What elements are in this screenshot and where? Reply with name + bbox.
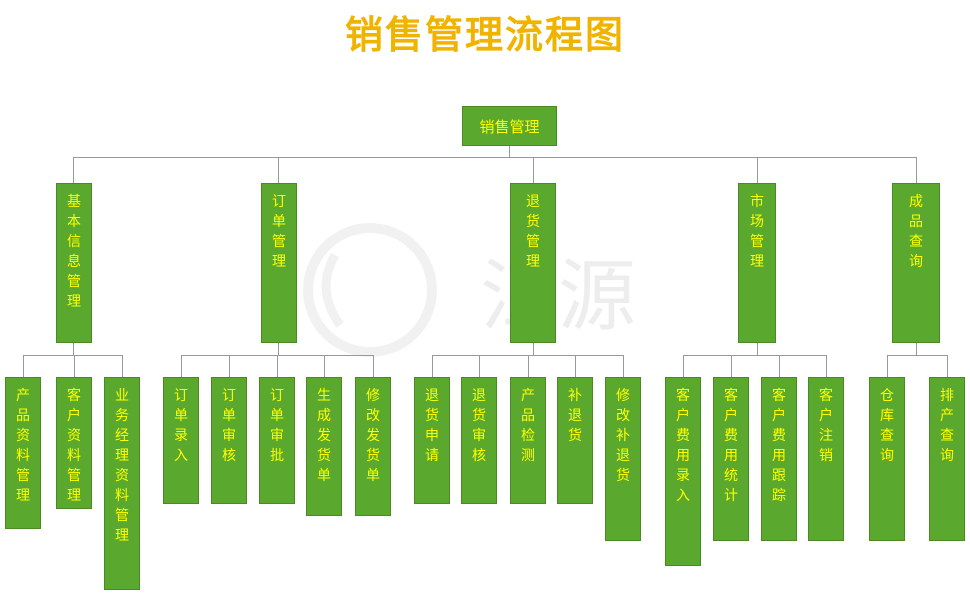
connector-line [916,343,917,355]
connector-line [74,355,75,377]
leaf-node[interactable]: 仓库查询 [869,377,905,541]
leaf-node[interactable]: 客户费用录入 [665,377,701,566]
category-node[interactable]: 退货管理 [510,183,556,343]
leaf-node[interactable]: 补退货 [557,377,593,504]
category-node[interactable]: 成品查询 [892,183,940,343]
leaf-node[interactable]: 客户资料管理 [56,377,92,509]
connector-line [887,355,888,377]
leaf-node[interactable]: 订单审核 [211,377,247,504]
connector-line [826,355,827,377]
connector-line [623,355,624,377]
connector-line [916,157,917,183]
connector-line [683,355,684,377]
category-node[interactable]: 市场管理 [738,183,776,343]
connector-line [509,146,510,157]
watermark-text: 江源 [480,252,636,342]
leaf-node[interactable]: 退货申请 [414,377,450,504]
connector-line [683,355,827,356]
category-node[interactable]: 订单管理 [261,183,297,343]
connector-line [278,343,279,355]
connector-line [122,355,123,377]
connector-line [757,157,758,183]
connector-line [575,355,576,377]
leaf-node[interactable]: 客户费用统计 [713,377,749,541]
leaf-node[interactable]: 客户费用跟踪 [761,377,797,541]
category-node[interactable]: 基本信息管理 [56,183,92,343]
connector-line [779,355,780,377]
connector-line [278,157,279,183]
leaf-node[interactable]: 排产查询 [929,377,965,541]
root-node[interactable]: 销售管理 [462,106,557,146]
connector-line [887,355,948,356]
connector-line [23,355,123,356]
connector-line [73,157,917,158]
connector-line [229,355,230,377]
connector-line [528,355,529,377]
connector-line [73,157,74,183]
connector-line [73,343,74,355]
connector-line [533,157,534,183]
connector-line [731,355,732,377]
connector-line [277,355,278,377]
leaf-node[interactable]: 退货审核 [461,377,497,504]
connector-line [757,343,758,355]
leaf-node[interactable]: 订单审批 [259,377,295,504]
leaf-node[interactable]: 修改补退货 [605,377,641,541]
leaf-node[interactable]: 客户注销 [808,377,844,541]
connector-line [324,355,325,377]
leaf-node[interactable]: 产品资料管理 [5,377,41,529]
connector-line [181,355,182,377]
leaf-node[interactable]: 修改发货单 [355,377,391,516]
watermark-logo: 江源 [303,223,636,357]
connector-line [947,355,948,377]
connector-line [23,355,24,377]
leaf-node[interactable]: 业务经理资料管理 [104,377,140,590]
connector-line [479,355,480,377]
leaf-node[interactable]: 产品检测 [510,377,546,504]
leaf-node[interactable]: 生成发货单 [306,377,342,516]
leaf-node[interactable]: 订单录入 [163,377,199,504]
connector-line [432,355,433,377]
connector-line [533,343,534,355]
connector-line [373,355,374,377]
page-title: 销售管理流程图 [344,13,625,57]
